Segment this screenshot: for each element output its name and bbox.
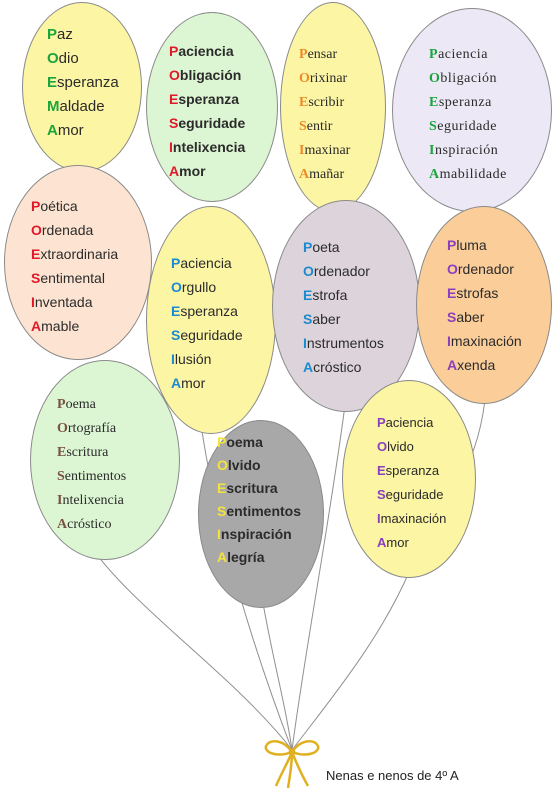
word: Poeta bbox=[303, 239, 340, 255]
word: Olvido bbox=[217, 457, 261, 473]
word: Axenda bbox=[447, 357, 496, 373]
word: Amabilidade bbox=[429, 167, 507, 182]
balloon-paciencia-3: Paciencia Orgullo Esperanza Seguridade I… bbox=[146, 206, 276, 434]
word: Orgullo bbox=[171, 279, 217, 295]
word: Amable bbox=[31, 318, 80, 334]
word: Intelixencia bbox=[57, 493, 124, 508]
word: Seguridade bbox=[171, 327, 243, 343]
word: Pluma bbox=[447, 237, 487, 253]
balloon-paciencia-1: Paciencia Obligación Esperanza Seguridad… bbox=[146, 12, 278, 202]
word: Esperanza bbox=[377, 463, 440, 478]
word: Escritura bbox=[217, 480, 278, 496]
balloon-pensar: Pensar Orixinar Escribir Sentir Imaxinar… bbox=[280, 2, 386, 212]
word: Esperanza bbox=[169, 91, 240, 107]
word: Sentimentos bbox=[217, 503, 302, 519]
word: Olvido bbox=[377, 439, 414, 454]
word: Saber bbox=[303, 311, 341, 327]
word: Poema bbox=[57, 397, 96, 412]
word: Amañar bbox=[299, 167, 345, 182]
word: Amor bbox=[171, 375, 206, 391]
balloon-pluma: Pluma Ordenador Estrofas Saber Imaxinaci… bbox=[416, 206, 552, 404]
word: Esperanza bbox=[171, 303, 238, 319]
word: Maldade bbox=[47, 98, 105, 115]
word: Obligación bbox=[429, 71, 497, 86]
word: Paciencia bbox=[429, 47, 488, 62]
balloon-paciencia-4: Paciencia Olvido Esperanza Seguridade Im… bbox=[342, 380, 476, 578]
balloon-poeta: Poeta Ordenador Estrofa Saber Instrument… bbox=[272, 200, 420, 412]
word: Saber bbox=[447, 309, 485, 325]
word: Paz bbox=[47, 26, 73, 43]
word: Seguridade bbox=[169, 115, 246, 131]
word: Seguridade bbox=[429, 119, 497, 134]
word: Ordenador bbox=[447, 261, 514, 277]
word: Ilusión bbox=[171, 351, 212, 367]
word: Acróstico bbox=[57, 517, 112, 532]
word: Alegría bbox=[217, 549, 265, 565]
word: Inventada bbox=[31, 294, 93, 310]
word: Ordenador bbox=[303, 263, 370, 279]
word: Ortografía bbox=[57, 421, 117, 436]
word: Orixinar bbox=[299, 71, 348, 86]
word: Sentir bbox=[299, 119, 333, 134]
word: Odio bbox=[47, 50, 79, 67]
word: Inspiración bbox=[217, 526, 292, 542]
word: Acróstico bbox=[303, 359, 362, 375]
balloon-poema-2: Poema Olvido Escritura Sentimentos Inspi… bbox=[198, 420, 324, 608]
balloon-paz: Paz Odio Esperanza Maldade Amor bbox=[22, 2, 142, 172]
word: Seguridade bbox=[377, 487, 444, 502]
ribbon-bow-icon bbox=[262, 738, 322, 790]
word: Sentimental bbox=[31, 270, 105, 286]
word: Paciencia bbox=[377, 415, 434, 430]
word: Pensar bbox=[299, 47, 338, 62]
word: Estrofa bbox=[303, 287, 348, 303]
word: Ordenada bbox=[31, 222, 94, 238]
balloon-paciencia-2: Paciencia Obligación Esperanza Seguridad… bbox=[392, 8, 552, 212]
word: Amor bbox=[47, 122, 84, 139]
word: Amor bbox=[169, 163, 206, 179]
balloon-poetica: Poética Ordenada Extraordinaria Sentimen… bbox=[4, 165, 152, 360]
word: Extraordinaria bbox=[31, 246, 119, 262]
word: Imaxinación bbox=[377, 511, 447, 526]
word: Inspiración bbox=[429, 143, 499, 158]
word: Obligación bbox=[169, 67, 242, 83]
word: Intelixencia bbox=[169, 139, 246, 155]
word: Paciencia bbox=[169, 43, 234, 59]
caption-text: Nenas e nenos de 4º A bbox=[326, 768, 459, 783]
word: Imaxinar bbox=[299, 143, 351, 158]
word: Estrofas bbox=[447, 285, 499, 301]
word: Escribir bbox=[299, 95, 345, 110]
word: Amor bbox=[377, 535, 409, 550]
word: Esperanza bbox=[47, 74, 119, 91]
word: Poema bbox=[217, 434, 263, 450]
word: Poética bbox=[31, 198, 78, 214]
word: Instrumentos bbox=[303, 335, 384, 351]
word: Escritura bbox=[57, 445, 109, 460]
word: Imaxinación bbox=[447, 333, 522, 349]
word: Paciencia bbox=[171, 255, 232, 271]
word: Esperanza bbox=[429, 95, 492, 110]
balloon-poema-1: Poema Ortografía Escritura Sentimentos I… bbox=[30, 360, 180, 560]
word: Sentimentos bbox=[57, 469, 127, 484]
